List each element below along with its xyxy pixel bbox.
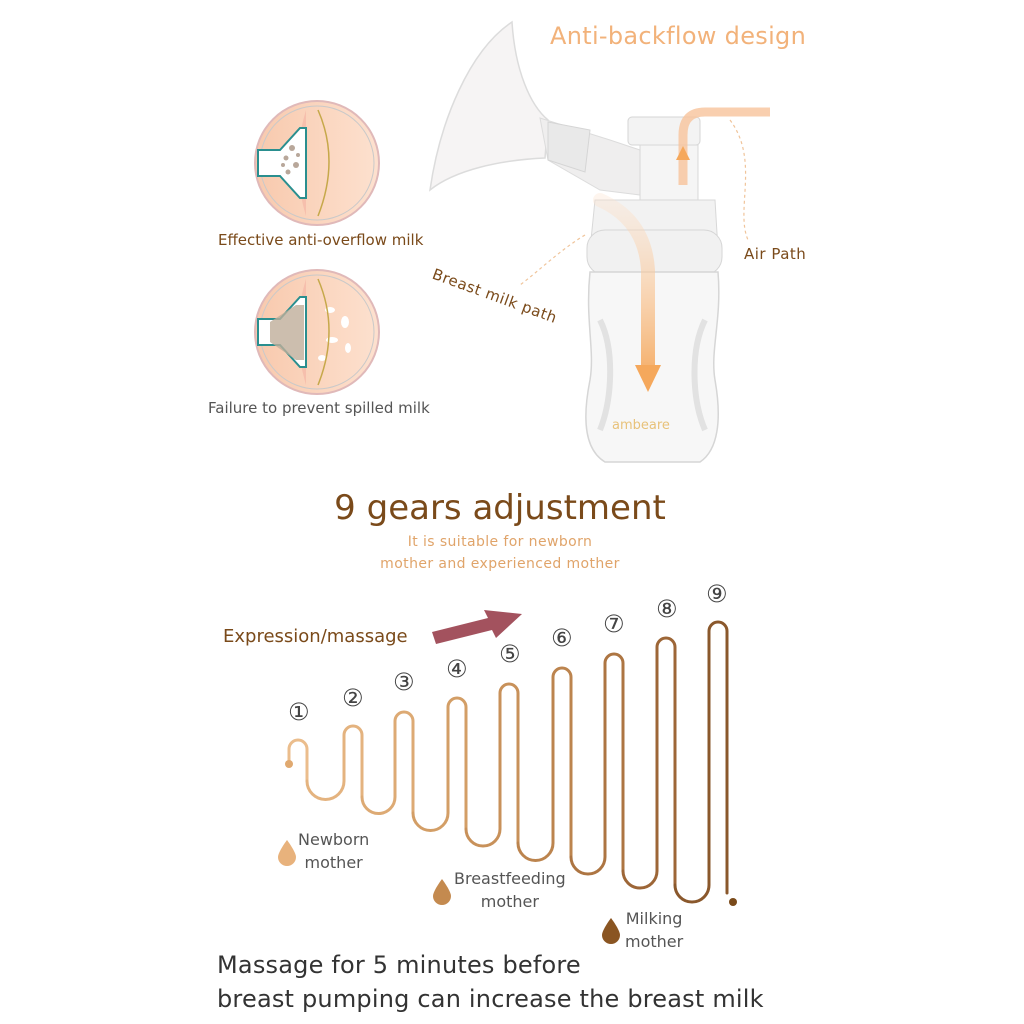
expression-massage-label: Expression/massage (223, 626, 408, 647)
gear-number-2: ② (342, 684, 364, 712)
gear-wave-segment-2 (305, 724, 364, 801)
footer-line1: Massage for 5 minutes before (217, 951, 581, 979)
gear-wave-segment-9 (673, 620, 729, 904)
gear-wave-segment-8 (621, 636, 677, 890)
direction-arrow-icon (432, 610, 522, 644)
legend-newborn (276, 838, 298, 870)
legend-milking-line1: Milking (625, 909, 683, 928)
gear-wave-segment-3 (360, 710, 415, 815)
legend-newborn-line1: Newborn (298, 830, 370, 849)
gear-number-7: ⑦ (603, 610, 625, 638)
gear-wave-segment-5 (464, 682, 520, 848)
gear-number-3: ③ (393, 668, 415, 696)
breastfeeding-drop-icon (433, 879, 451, 905)
gears-subtitle-line1: It is suitable for newborn (407, 534, 593, 550)
gear-number-1: ① (288, 698, 310, 726)
spilled-milk-illustration (254, 269, 380, 395)
gear-wave-segment-6 (516, 666, 573, 862)
legend-breastfeeding-line2: mother (480, 892, 539, 911)
gear-wave-group (287, 620, 729, 904)
footer-line2: breast pumping can increase the breast m… (217, 985, 764, 1013)
air-path-label: Air Path (744, 245, 807, 263)
gear-number-4: ④ (446, 655, 468, 683)
bottle-brand-label: ambeare (612, 418, 670, 433)
gear-wave-segment-4 (411, 696, 468, 832)
spilled-milk-caption: Failure to prevent spilled milk (208, 399, 430, 417)
gear-wave-segment-1 (287, 738, 309, 783)
gear-number-5: ⑤ (499, 640, 521, 668)
breast-pump-illustration (428, 20, 770, 463)
legend-milking-label: Milking mother (625, 907, 683, 953)
anti-overflow-caption: Effective anti-overflow milk (218, 231, 424, 249)
gears-title: 9 gears adjustment (334, 488, 666, 528)
newborn-drop-icon (278, 840, 296, 866)
gear-wave-segment-7 (569, 652, 625, 876)
gear-number-9: ⑨ (706, 580, 728, 608)
legend-milking (600, 916, 622, 948)
gear-number-6: ⑥ (551, 624, 573, 652)
gears-subtitle-line2: mother and experienced mother (380, 556, 620, 572)
wave-start-dot (285, 760, 293, 768)
legend-newborn-line2: mother (304, 853, 363, 872)
legend-milking-line2: mother (625, 932, 684, 951)
legend-breastfeeding-line1: Breastfeeding (454, 869, 566, 888)
gear-number-8: ⑧ (656, 595, 678, 623)
anti-overflow-illustration (254, 100, 380, 226)
legend-breastfeeding-label: Breastfeeding mother (454, 867, 566, 913)
wave-end-dot (729, 898, 737, 906)
legend-breastfeeding (431, 877, 453, 909)
legend-newborn-label: Newborn mother (298, 828, 369, 874)
milking-drop-icon (602, 918, 620, 944)
anti-backflow-title: Anti-backflow design (550, 22, 807, 50)
